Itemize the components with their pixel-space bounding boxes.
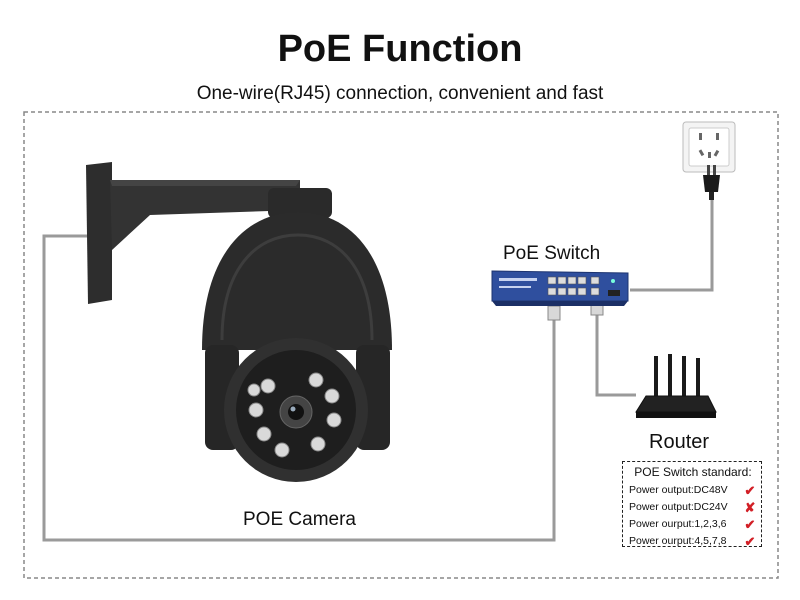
camera-label: POE Camera bbox=[243, 509, 356, 530]
standard-row: Power ourput:1,2,3,6 ✔ bbox=[629, 516, 757, 533]
router-cable bbox=[595, 310, 636, 397]
cross-icon: ✘ bbox=[744, 500, 756, 515]
power-cable bbox=[630, 198, 714, 292]
standard-row: Power output:DC48V ✔ bbox=[629, 482, 757, 499]
router-label: Router bbox=[649, 431, 710, 453]
check-icon: ✔ bbox=[744, 517, 756, 532]
diagram-title: PoE Function bbox=[277, 28, 523, 70]
rj45-connector-camera bbox=[547, 305, 561, 321]
cables bbox=[42, 198, 714, 542]
standard-row-text: Power ourput:1,2,3,6 bbox=[629, 518, 727, 530]
standard-title: POE Switch standard: bbox=[634, 465, 752, 479]
power-plug-icon bbox=[703, 165, 720, 200]
diagram-subtitle: One-wire(RJ45) connection, convenient an… bbox=[196, 83, 604, 104]
standard-row: Power ourput:4,5,7,8 ✔ bbox=[629, 533, 757, 550]
camera-mount-icon bbox=[86, 162, 300, 304]
poe-standard-box: POE Switch standard: Power output:DC48V … bbox=[622, 461, 762, 550]
check-icon: ✔ bbox=[744, 483, 756, 498]
camera-cable bbox=[42, 234, 556, 542]
standard-row-text: Power output:DC24V bbox=[629, 501, 728, 513]
standard-row-text: Power ourput:4,5,7,8 bbox=[629, 535, 727, 547]
power-outlet-icon bbox=[682, 121, 736, 173]
router-icon bbox=[635, 354, 717, 418]
standard-row-text: Power output:DC48V bbox=[629, 484, 728, 496]
standard-row: Power output:DC24V ✘ bbox=[629, 499, 757, 516]
poe-switch-label: PoE Switch bbox=[503, 243, 601, 264]
ptz-camera-icon bbox=[202, 188, 392, 482]
dashed-frame bbox=[23, 111, 779, 579]
poe-switch-icon bbox=[491, 270, 629, 306]
check-icon: ✔ bbox=[744, 534, 756, 549]
